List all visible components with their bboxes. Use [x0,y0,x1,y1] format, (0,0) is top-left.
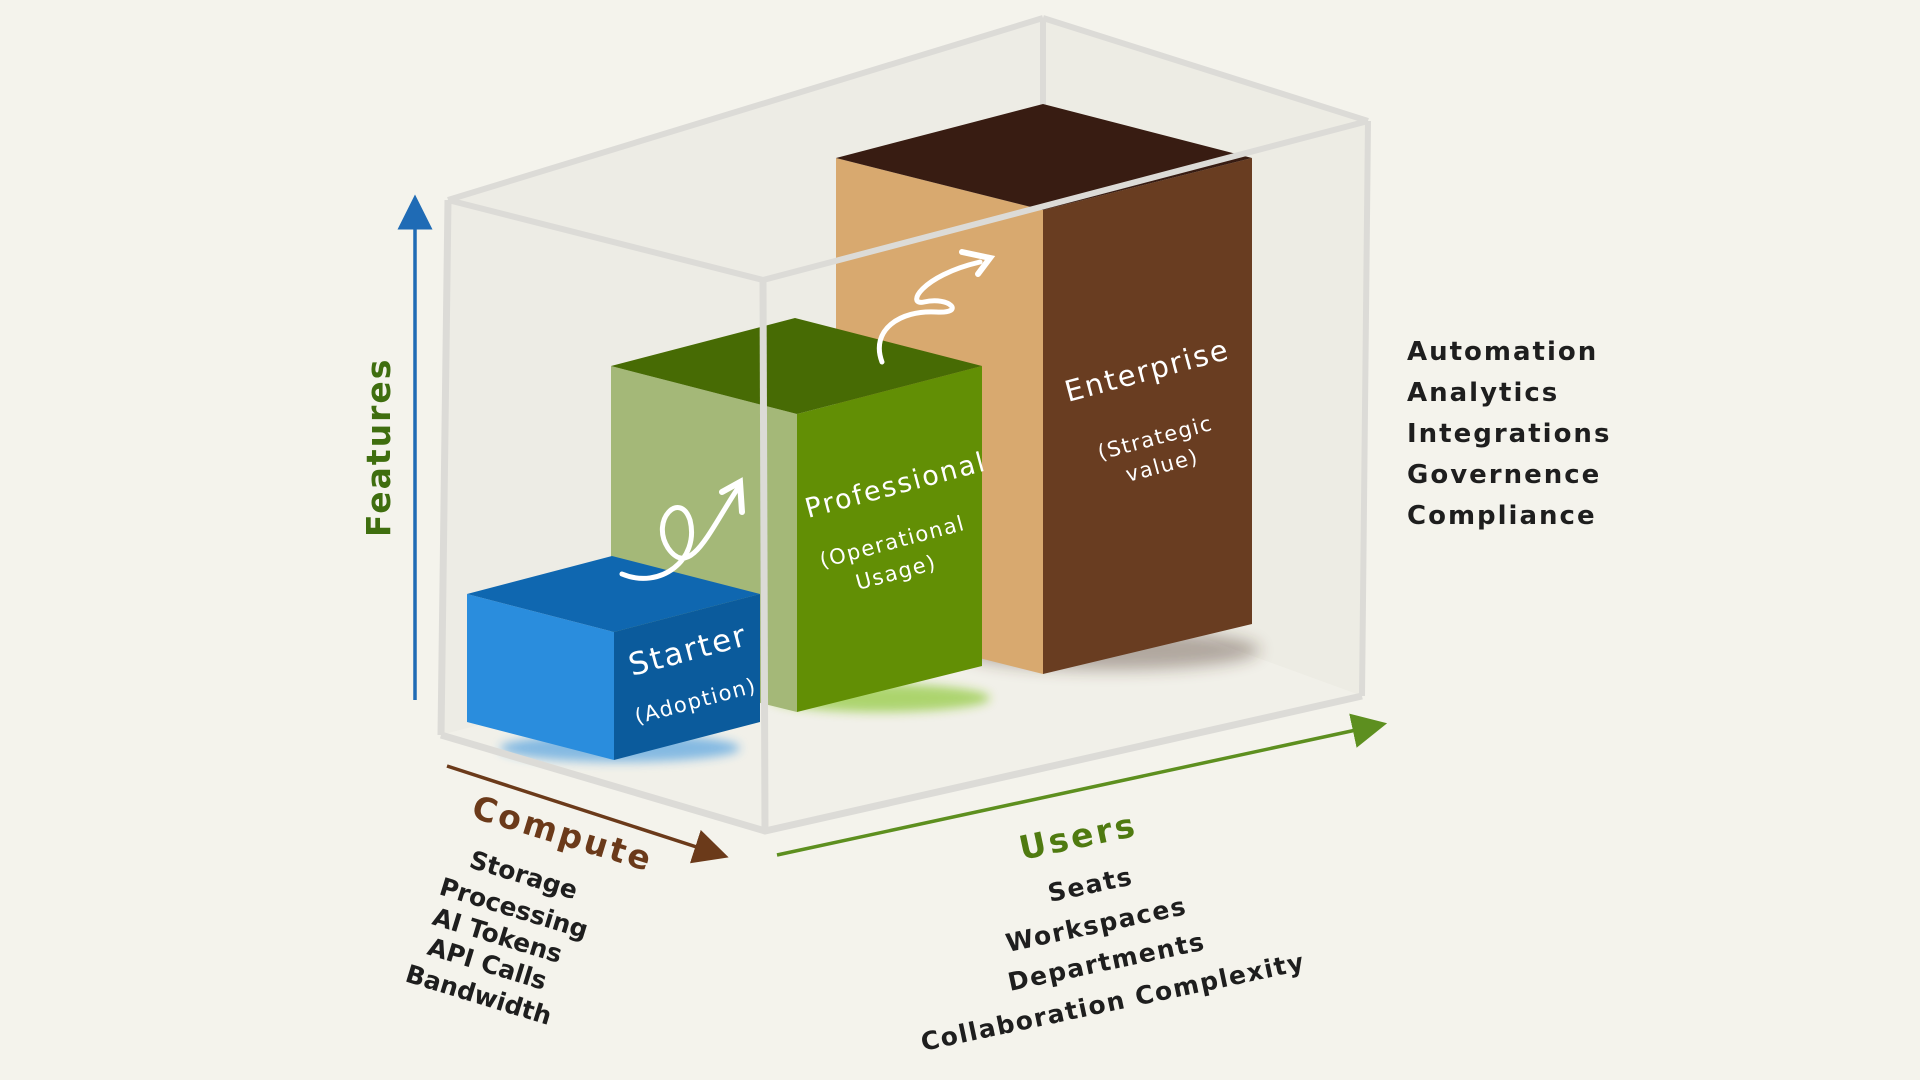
professional-right-face [797,366,982,712]
users-items: Seats Workspaces Departments Collaborati… [918,862,1307,1057]
glass-box-front [437,118,1371,835]
enterprise-top-face [836,104,1252,210]
enterprise-right-face [1043,158,1252,674]
glass-box-front-edge [759,279,769,832]
feature-item: Governence [1407,460,1602,490]
feature-item: Analytics [1407,378,1560,408]
feature-item: Automation [1407,337,1599,367]
compute-axis-arrow [446,764,729,864]
feature-item: Integrations [1407,419,1612,449]
compute-items: Storage Processing AI Tokens API Calls B… [402,845,591,1031]
users-axis-arrow [776,713,1388,857]
starter-right-face [614,594,760,760]
professional-top-face [611,318,982,414]
features-axis-label: Features [359,358,398,537]
feature-items-list: Automation Analytics Integrations Govern… [1407,332,1611,537]
starter-left-face [467,594,614,760]
growth-arrow-professional-to-enterprise [876,249,996,365]
tier-block-starter[interactable] [467,556,760,762]
growth-arrow-starter-to-professional [619,477,745,581]
users-axis-label: Users [1016,805,1141,868]
users-item: Seats [1045,862,1135,908]
feature-item: Compliance [1407,501,1597,531]
starter-top-face [467,556,760,632]
